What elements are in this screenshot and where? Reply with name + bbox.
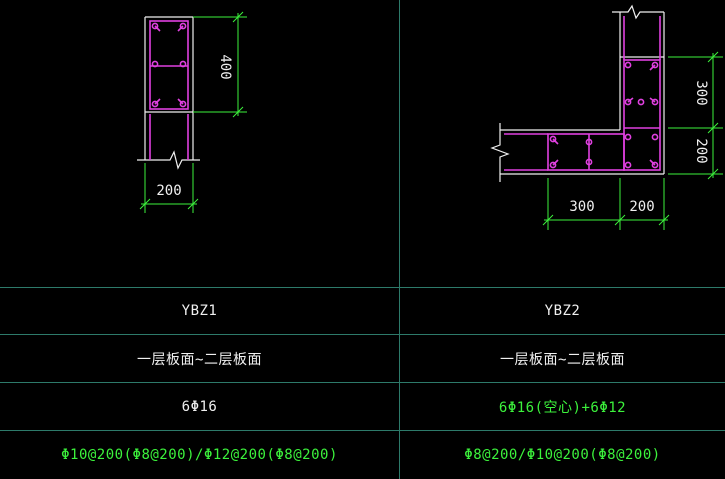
ybz1-elevation-cell: 一层板面~二层板面 — [137, 351, 262, 368]
ybz2-right-dim-label: 200 — [629, 199, 654, 215]
ybz2-section: 300 200 300 200 — [490, 4, 723, 230]
ybz1-wall-outline — [137, 16, 200, 170]
ybz1-width-dim-label: 200 — [156, 183, 181, 199]
ybz2-bottom-dim-label: 200 — [693, 138, 709, 163]
ybz2-rebar-cage — [504, 16, 661, 171]
ybz1-stirrup-cell: Φ10@200(Φ8@200)/Φ12@200(Φ8@200) — [61, 447, 338, 463]
ybz2-stirrup-cell: Φ8@200/Φ10@200(Φ8@200) — [464, 447, 661, 463]
ybz2-top-dim-label: 300 — [693, 80, 709, 105]
ybz2-left-dim-label: 300 — [569, 199, 594, 215]
ybz2-longitudinal-rebar-cell: 6Φ16(空心)+6Φ12 — [498, 399, 627, 416]
ybz2-dimensions — [542, 51, 723, 230]
ybz1-rebar-cage — [149, 20, 189, 160]
ybz2-elevation-cell: 一层板面~二层板面 — [500, 351, 625, 368]
ybz2-name-cell: YBZ2 — [544, 303, 581, 319]
ybz1-height-dim-label: 400 — [217, 54, 233, 79]
ybz1-dimensions — [139, 11, 247, 213]
ybz1-section: 400 200 — [137, 11, 247, 213]
ybz1-longitudinal-rebar-cell: 6Φ16 — [181, 398, 218, 415]
ybz1-name-cell: YBZ1 — [181, 303, 218, 319]
ybz2-wall-outline — [490, 4, 665, 182]
